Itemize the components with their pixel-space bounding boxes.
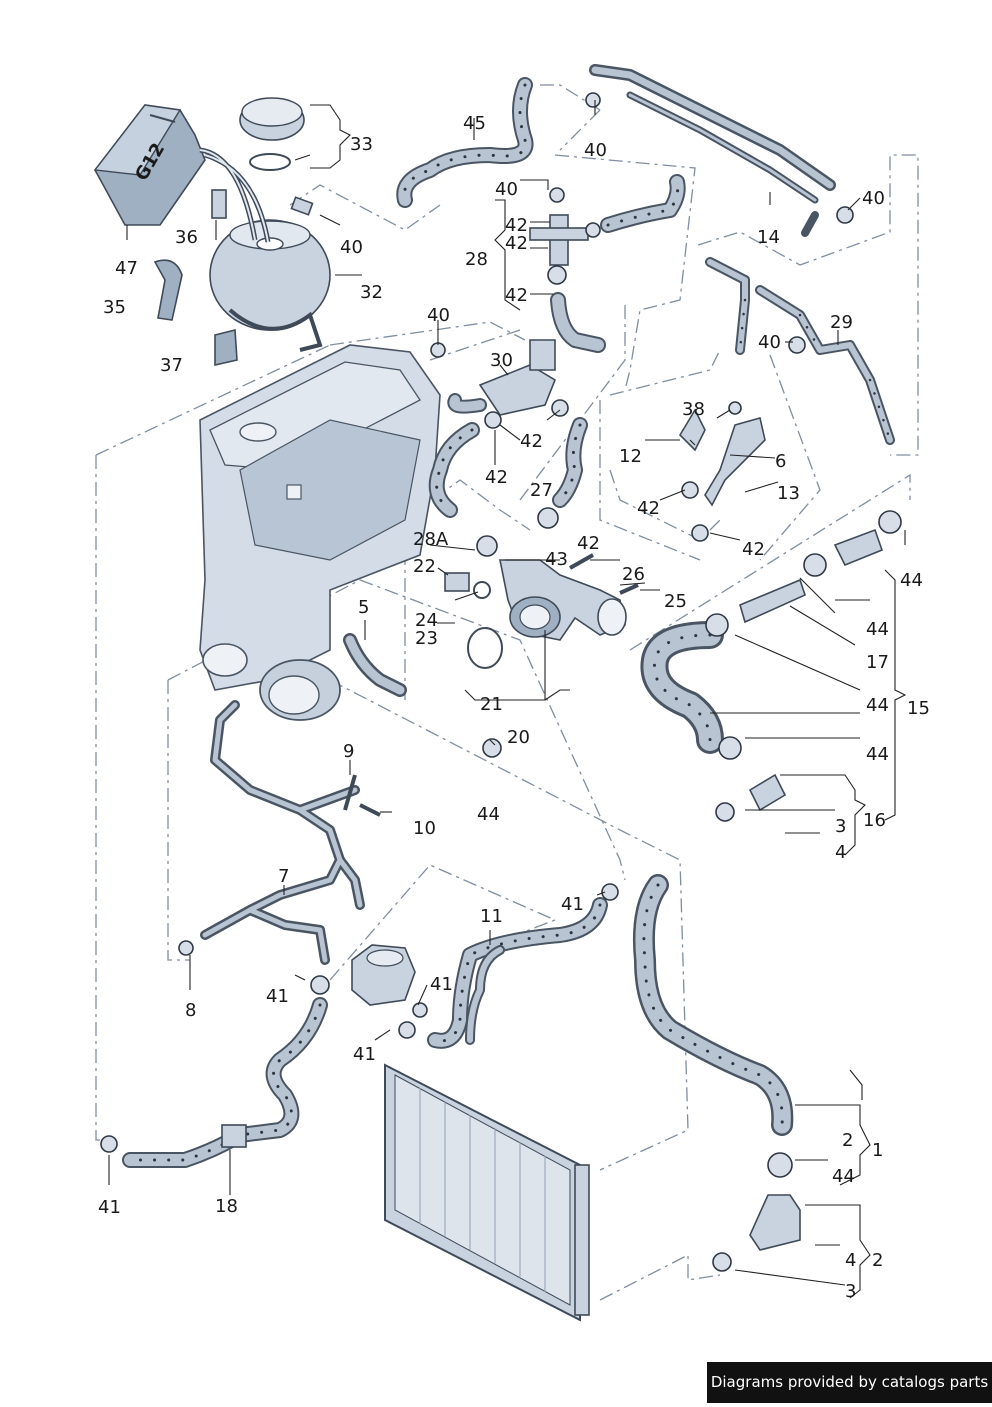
callout-41: 41 <box>98 1197 121 1218</box>
coolant-bottle: G12 <box>93 104 206 226</box>
callout-42: 42 <box>505 285 528 306</box>
top-pipe <box>589 64 836 237</box>
callout-5: 5 <box>358 597 369 618</box>
callout-11: 11 <box>480 906 503 927</box>
callout-8: 8 <box>185 1000 196 1021</box>
callout-3: 3 <box>835 816 846 837</box>
callout-7: 7 <box>278 866 289 887</box>
callout-41: 41 <box>353 1044 376 1065</box>
hose-15 <box>640 528 884 812</box>
hose-29 <box>705 257 895 445</box>
hose-28 <box>529 174 686 353</box>
callout-2: 2 <box>872 1250 883 1271</box>
callout-9: 9 <box>343 741 354 762</box>
callout-4: 4 <box>835 842 846 863</box>
callout-30: 30 <box>490 350 513 371</box>
hose-11 <box>427 897 608 1049</box>
callout-38: 38 <box>682 399 705 420</box>
callout-32: 32 <box>360 282 383 303</box>
callout-42: 42 <box>520 431 543 452</box>
callout-42: 42 <box>505 233 528 254</box>
callout-41: 41 <box>266 986 289 1007</box>
callout-40: 40 <box>862 188 885 209</box>
callout-26: 26 <box>622 564 645 585</box>
bolts <box>343 401 766 817</box>
callout-labels: 1 2 2 3 3 4 4 5 6 7 8 9 10 11 12 13 14 1… <box>98 113 930 1302</box>
callout-25: 25 <box>664 591 687 612</box>
callout-16: 16 <box>863 810 886 831</box>
callout-40: 40 <box>584 140 607 161</box>
hose-27 <box>428 417 588 518</box>
callout-18: 18 <box>215 1196 238 1217</box>
callout-10: 10 <box>413 818 436 839</box>
callout-37: 37 <box>160 355 183 376</box>
small-reservoir <box>351 944 416 1006</box>
callout-36: 36 <box>175 227 198 248</box>
callout-44: 44 <box>866 744 889 765</box>
callout-41: 41 <box>430 974 453 995</box>
hose-clamps <box>100 92 902 1272</box>
credit-banner: Diagrams provided by catalogs parts <box>707 1362 992 1403</box>
callout-13: 13 <box>777 483 800 504</box>
callout-42: 42 <box>505 215 528 236</box>
callout-20: 20 <box>507 727 530 748</box>
group-lines <box>95 84 919 1301</box>
callout-40: 40 <box>758 332 781 353</box>
callout-21: 21 <box>480 694 503 715</box>
callout-44: 44 <box>866 695 889 716</box>
callout-1: 1 <box>872 1140 883 1161</box>
callout-42: 42 <box>742 539 765 560</box>
callout-44: 44 <box>900 570 923 591</box>
callout-12: 12 <box>619 446 642 467</box>
pipe-7 <box>200 700 365 965</box>
expansion-tank <box>199 97 331 352</box>
callout-40: 40 <box>427 305 450 326</box>
hose-5 <box>343 633 407 697</box>
callout-40: 40 <box>340 237 363 258</box>
flange-21 <box>444 559 627 669</box>
callout-29: 29 <box>830 312 853 333</box>
callout-45: 45 <box>463 113 486 134</box>
callout-3: 3 <box>845 1281 856 1302</box>
callout-42: 42 <box>577 533 600 554</box>
callout-28: 28 <box>465 249 488 270</box>
radiator <box>384 1063 590 1322</box>
engine-block <box>199 344 441 721</box>
callout-14: 14 <box>757 227 780 248</box>
callout-27: 27 <box>530 480 553 501</box>
callout-2: 2 <box>842 1130 853 1151</box>
callout-41: 41 <box>561 894 584 915</box>
callout-44: 44 <box>832 1166 855 1187</box>
callout-28a: 28A <box>413 529 449 550</box>
callout-44: 44 <box>866 619 889 640</box>
callout-44: 44 <box>477 804 500 825</box>
callout-4: 4 <box>845 1250 856 1271</box>
callout-33: 33 <box>350 134 373 155</box>
callout-35: 35 <box>103 297 126 318</box>
hose-18 <box>122 997 328 1168</box>
callout-22: 22 <box>413 556 436 577</box>
flange-30 <box>447 339 556 416</box>
callout-42: 42 <box>637 498 660 519</box>
callout-43: 43 <box>545 549 568 570</box>
callout-40: 40 <box>495 179 518 200</box>
callout-17: 17 <box>866 652 889 673</box>
hose-45 <box>396 77 534 208</box>
callout-6: 6 <box>775 451 786 472</box>
small-parts <box>153 189 314 367</box>
callout-15: 15 <box>907 698 930 719</box>
callout-42: 42 <box>485 467 508 488</box>
hose-2 <box>632 874 801 1251</box>
callout-24: 24 <box>415 610 438 631</box>
leader-lines <box>108 100 907 1299</box>
callout-47: 47 <box>115 258 138 279</box>
callout-23: 23 <box>415 628 438 649</box>
